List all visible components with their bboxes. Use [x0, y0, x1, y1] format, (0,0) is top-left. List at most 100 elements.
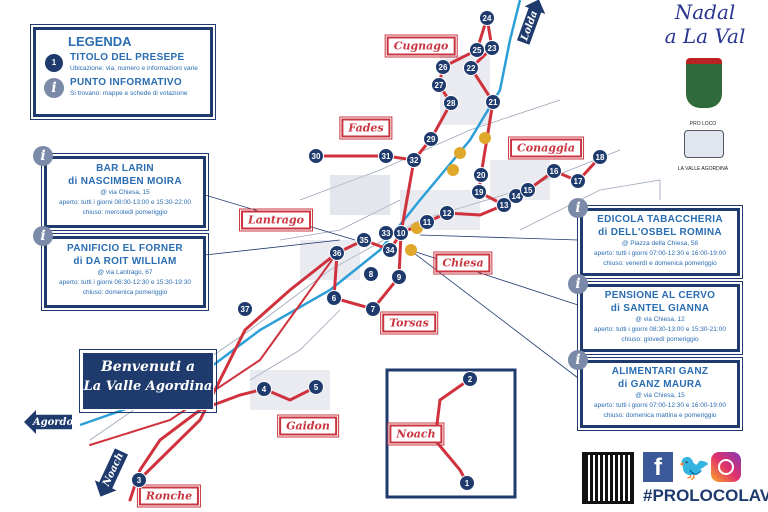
info-point-dot: [454, 147, 466, 159]
direction-label: Agordo: [32, 416, 74, 428]
place-gaidon: Gaidon: [277, 414, 339, 438]
info-address: @ via Chiesa, 15: [635, 392, 685, 399]
info-point-dot: [479, 132, 491, 144]
info-hours: aperto: tutti i giorni 06:30-12:30 e 15:…: [59, 279, 191, 286]
info-point-dot: [405, 244, 417, 256]
info-closed: chiuso: venerdì e domenica pomeriggio: [603, 260, 717, 267]
info-owner: di DA ROIT WILLIAM: [73, 256, 177, 267]
info-name: ALIMENTARI GANZ: [611, 366, 709, 377]
info-hours: aperto: tutti i giorni 08:30-13:00 e 15:…: [594, 326, 726, 333]
marker-1[interactable]: 1: [459, 475, 475, 491]
info-hours: aperto: tutti i giorni 07:00-12:30 e 16:…: [594, 402, 726, 409]
marker-31[interactable]: 31: [378, 148, 394, 164]
marker-12[interactable]: 12: [439, 205, 455, 221]
marker-5[interactable]: 5: [308, 379, 324, 395]
twitter-icon[interactable]: 🐦: [678, 452, 711, 482]
place-noach: Noach: [387, 422, 445, 446]
proloco-logo: [684, 130, 724, 158]
info-closed: chiuso: domenica mattina e pomeriggio: [603, 412, 717, 419]
marker-24[interactable]: 24: [479, 10, 495, 26]
info-icon: i: [33, 146, 53, 166]
legend-item1-title: TITOLO DEL PRESEPE: [70, 52, 185, 63]
marker-25[interactable]: 25: [469, 42, 485, 58]
info-hours: aperto: tutti i giorni 07:00-12:30 e 16:…: [594, 250, 726, 257]
place-fades: Fades: [339, 116, 393, 140]
marker-37[interactable]: 37: [237, 301, 253, 317]
legend-title: LEGENDA: [68, 34, 132, 49]
coat-of-arms-logo: [686, 58, 722, 108]
marker-3[interactable]: 3: [131, 472, 147, 488]
instagram-icon[interactable]: [711, 452, 741, 482]
info-hours: aperto: tutti i giorni 08:00-13:00 e 15:…: [59, 199, 191, 206]
marker-6[interactable]: 6: [326, 290, 342, 306]
info-name: BAR LARIN: [96, 163, 154, 174]
marker-28[interactable]: 28: [443, 95, 459, 111]
marker-7[interactable]: 7: [365, 301, 381, 317]
place-ronche: Ronche: [136, 484, 202, 508]
info-address: @ via Chiesa, 12: [635, 316, 685, 323]
marker-8[interactable]: 8: [363, 266, 379, 282]
info-closed: chiuso: domenica pomeriggio: [82, 289, 168, 296]
marker-27[interactable]: 27: [431, 77, 447, 93]
marker-34[interactable]: 34: [382, 242, 398, 258]
marker-23[interactable]: 23: [484, 40, 500, 56]
marker-10[interactable]: 10: [393, 225, 409, 241]
marker-13[interactable]: 13: [496, 197, 512, 213]
marker-32[interactable]: 32: [406, 152, 422, 168]
info-owner: di SANTEL GIANNA: [610, 303, 710, 314]
info-icon: i: [568, 198, 588, 218]
marker-18[interactable]: 18: [592, 149, 608, 165]
qr-code[interactable]: [582, 452, 634, 504]
marker-4[interactable]: 4: [256, 381, 272, 397]
town-label: LA VALLE AGORDINA: [677, 166, 729, 172]
info-closed: chiuso: mercoledì pomeriggio: [82, 209, 168, 216]
info-owner: di DELL'OSBEL ROMINA: [598, 227, 722, 238]
place-torsas: Torsas: [380, 311, 438, 335]
marker-33[interactable]: 33: [378, 225, 394, 241]
marker-2[interactable]: 2: [462, 371, 478, 387]
marker-16[interactable]: 16: [546, 163, 562, 179]
info-point-dot: [447, 164, 459, 176]
info-owner: di GANZ MAURA: [618, 379, 702, 390]
place-cugnago: Cugnago: [384, 34, 458, 58]
marker-9[interactable]: 9: [391, 269, 407, 285]
info-icon: i: [568, 350, 588, 370]
welcome-line2: La Valle Agordina: [83, 379, 213, 394]
brand-title-line2: a La Val: [664, 24, 746, 48]
info-icon: i: [568, 274, 588, 294]
legend-item1-desc: Ubicazione: via, numero e informazioni v…: [70, 65, 198, 72]
info-box-pensione: PENSIONE AL CERVO di SANTEL GIANNA @ via…: [577, 281, 743, 355]
welcome-line1: Benvenuti a: [100, 359, 196, 375]
info-owner: di NASCIMBEN MOIRA: [68, 176, 182, 187]
info-icon: i: [33, 226, 53, 246]
info-box-panificio: PANIFICIO EL FORNER di DA ROIT WILLIAM @…: [41, 233, 209, 311]
marker-35[interactable]: 35: [356, 232, 372, 248]
place-chiesa: Chiesa: [433, 251, 493, 275]
marker-30[interactable]: 30: [308, 148, 324, 164]
marker-11[interactable]: 11: [419, 214, 435, 230]
info-box-bar-larin: BAR LARIN di NASCIMBEN MOIRA @ via Chies…: [41, 153, 209, 231]
info-name: EDICOLA TABACCHERIA: [597, 214, 723, 225]
info-box-alimentari: ALIMENTARI GANZ di GANZ MAURA @ via Chie…: [577, 357, 743, 431]
info-icon: i: [44, 77, 64, 98]
info-address: @ Piazza della Chiesa, 58: [621, 240, 699, 247]
marker-29[interactable]: 29: [423, 131, 439, 147]
legend-item2-title: PUNTO INFORMATIVO: [70, 77, 182, 88]
marker-36[interactable]: 36: [329, 245, 345, 261]
info-closed: chiuso: giovedì pomeriggio: [621, 336, 699, 343]
brand-title: Nadal a La Val: [650, 0, 760, 48]
facebook-icon[interactable]: f: [643, 452, 673, 482]
legend-marker-icon: 1: [44, 52, 64, 73]
proloco-label: PRO LOCO: [689, 121, 717, 127]
marker-21[interactable]: 21: [485, 94, 501, 110]
legend-item2-desc: Si trovano: mappe e schede di votazione: [70, 90, 188, 97]
marker-17[interactable]: 17: [570, 173, 586, 189]
marker-15[interactable]: 15: [520, 182, 536, 198]
marker-22[interactable]: 22: [463, 60, 479, 76]
marker-26[interactable]: 26: [435, 59, 451, 75]
marker-19[interactable]: 19: [471, 184, 487, 200]
marker-20[interactable]: 20: [473, 167, 489, 183]
brand-title-line1: Nadal: [674, 0, 736, 24]
place-conaggia: Conaggia: [508, 136, 584, 160]
